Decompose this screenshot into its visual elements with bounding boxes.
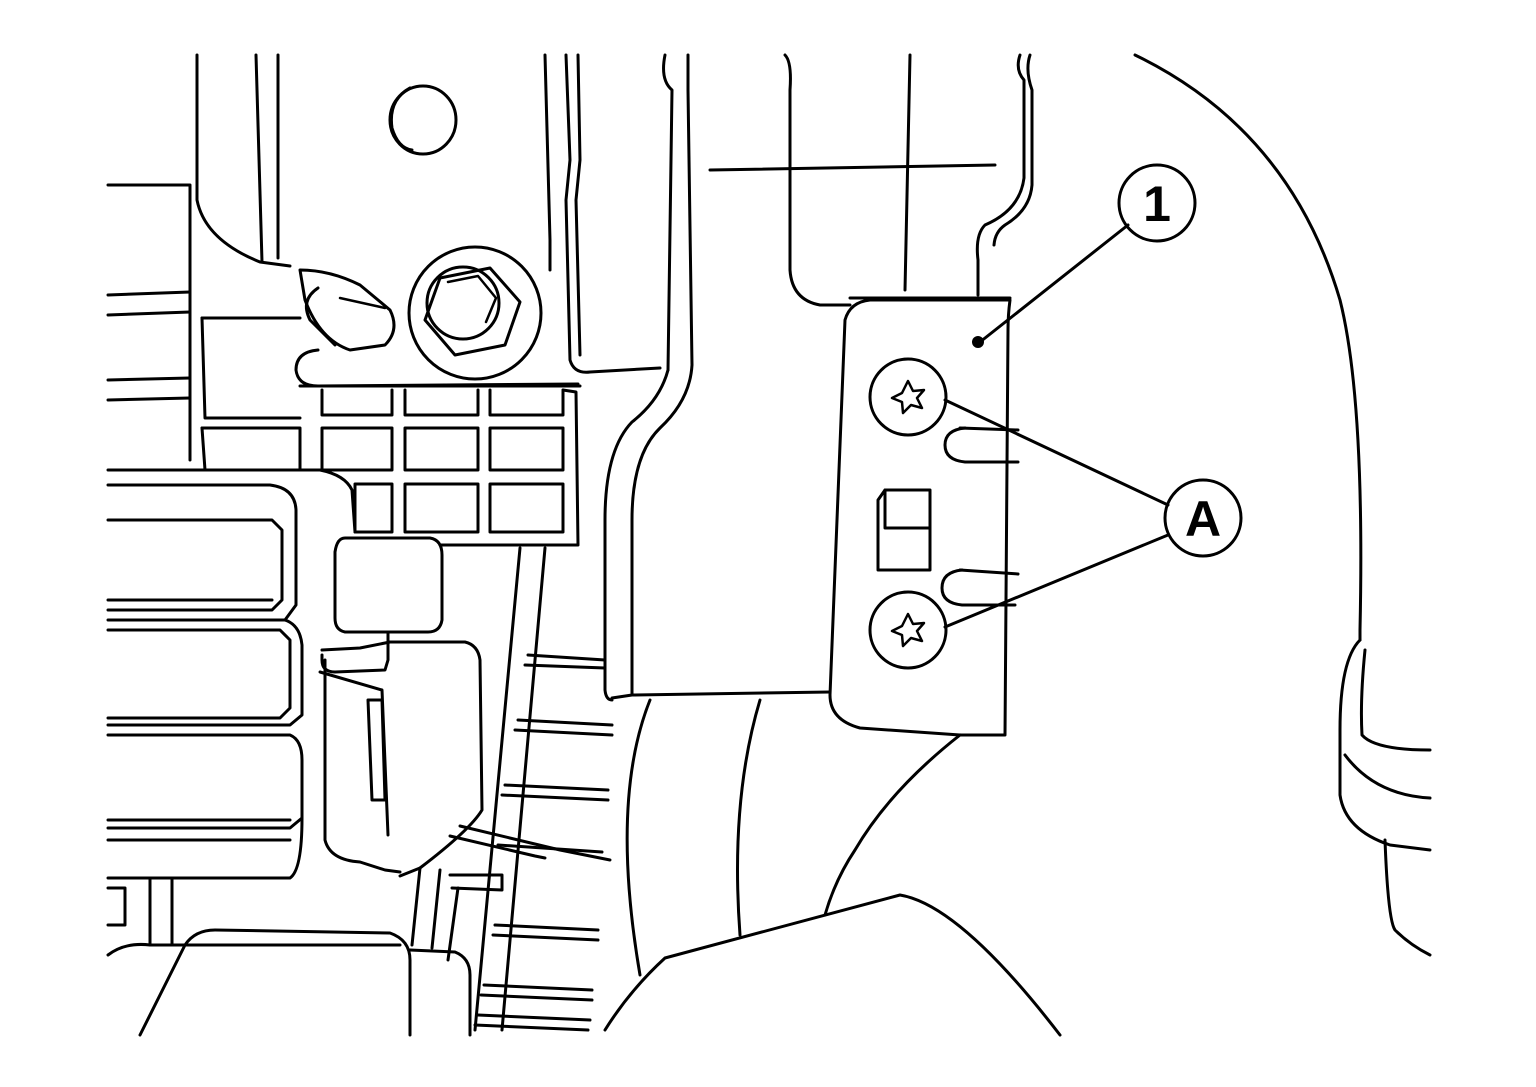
center-pillar [603,53,1034,702]
callout-1-label: 1 [1143,176,1171,232]
bottom-left-housing [106,928,472,1037]
clip-icon [298,268,396,352]
lattice-grid [200,316,580,547]
bracket-plate [828,298,1020,737]
right-housing-curve [1133,53,1432,957]
bolt-icon [407,245,543,381]
lower-bracket [294,348,582,388]
connector-block [106,468,357,947]
bottom-post [410,866,504,962]
round-plug [388,84,458,156]
left-frame [106,53,662,462]
callout-a: A [943,398,1243,629]
torx-screw-icon [868,590,948,670]
torx-screw-icon [868,357,948,437]
ladder-rail [473,546,614,1032]
callout-a-label: A [1185,491,1221,547]
lower-curves [603,698,1062,1037]
latch-connector [318,536,612,878]
callout-1: 1 [978,163,1197,344]
